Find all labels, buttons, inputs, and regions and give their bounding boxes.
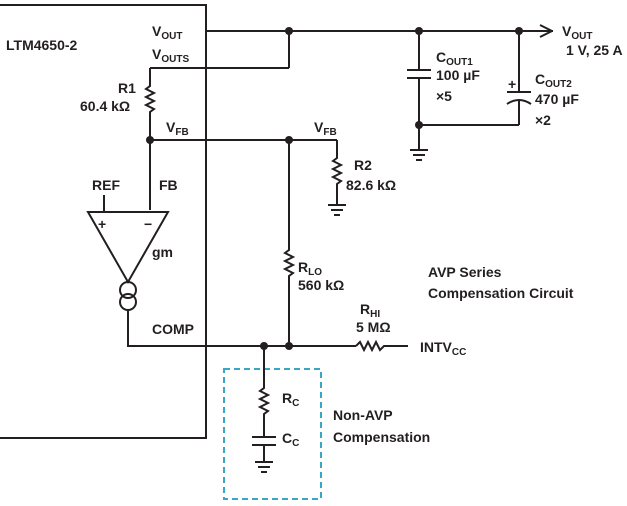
cout2-name: COUT2 bbox=[535, 71, 572, 90]
junction-comp-rlo bbox=[285, 342, 293, 350]
amp-minus: − bbox=[144, 216, 152, 232]
non-avp-line2: Compensation bbox=[333, 429, 430, 445]
ground-icon-r2 bbox=[328, 204, 346, 216]
pin-ref-label: REF bbox=[92, 177, 120, 193]
output-spec: 1 V, 25 A bbox=[566, 42, 623, 58]
comp-bus-wire bbox=[206, 339, 408, 353]
rc-resistor bbox=[257, 346, 271, 437]
rc-name: RC bbox=[282, 390, 299, 409]
rlo-resistor bbox=[282, 140, 296, 346]
r2-name: R2 bbox=[354, 157, 372, 173]
pin-vouts-label: VOUTS bbox=[152, 46, 189, 65]
cout1-name: COUT1 bbox=[436, 49, 473, 68]
r1-name: R1 bbox=[118, 80, 136, 96]
output-label: VOUT bbox=[562, 23, 592, 42]
ic-name: LTM4650-2 bbox=[6, 37, 78, 53]
r1-resistor bbox=[143, 68, 157, 140]
amp-label: gm bbox=[152, 244, 173, 260]
junction-vfb-internal bbox=[146, 136, 154, 144]
junction-vout-vouts bbox=[285, 27, 293, 35]
rlo-value: 560 kΩ bbox=[298, 277, 344, 293]
cout1-value: 100 µF bbox=[436, 67, 480, 83]
intvcc-label: INTVCC bbox=[420, 339, 466, 358]
pin-comp-label: COMP bbox=[152, 321, 194, 337]
current-source-icon bbox=[119, 281, 206, 347]
non-avp-line1: Non-AVP bbox=[333, 407, 393, 423]
pin-fb-label: FB bbox=[159, 177, 178, 193]
non-avp-dashed-box bbox=[223, 368, 322, 500]
pin-vfb-label: VFB bbox=[166, 119, 189, 138]
r2-resistor bbox=[330, 140, 344, 205]
cc-capacitor bbox=[252, 436, 276, 462]
ground-icon-cout bbox=[410, 149, 428, 161]
vfb-wires bbox=[149, 139, 337, 210]
cc-name: CC bbox=[282, 430, 299, 449]
gm-amplifier bbox=[86, 195, 170, 285]
avp-title-line1: AVP Series bbox=[428, 264, 502, 280]
rlo-name: RLO bbox=[298, 259, 322, 278]
rhi-value: 5 MΩ bbox=[356, 319, 391, 335]
ground-icon-cc bbox=[255, 461, 273, 473]
vfb-node-label: VFB bbox=[314, 119, 337, 138]
cout1-capacitor bbox=[407, 31, 431, 150]
cout2-count: ×2 bbox=[535, 112, 551, 128]
pin-vout-label: VOUT bbox=[152, 23, 182, 42]
cout1-count: ×5 bbox=[436, 88, 452, 104]
cout2-value: 470 µF bbox=[535, 91, 579, 107]
avp-title-line2: Compensation Circuit bbox=[428, 285, 574, 301]
cout2-polarity: + bbox=[508, 76, 516, 92]
r1-value: 60.4 kΩ bbox=[80, 98, 130, 114]
r2-value: 82.6 kΩ bbox=[346, 177, 396, 193]
cout2-capacitor bbox=[419, 31, 532, 126]
ic-boundary bbox=[0, 4, 207, 439]
amp-plus: + bbox=[98, 216, 106, 232]
output-bus-wires bbox=[150, 24, 553, 69]
rhi-name: RHI bbox=[360, 301, 380, 320]
